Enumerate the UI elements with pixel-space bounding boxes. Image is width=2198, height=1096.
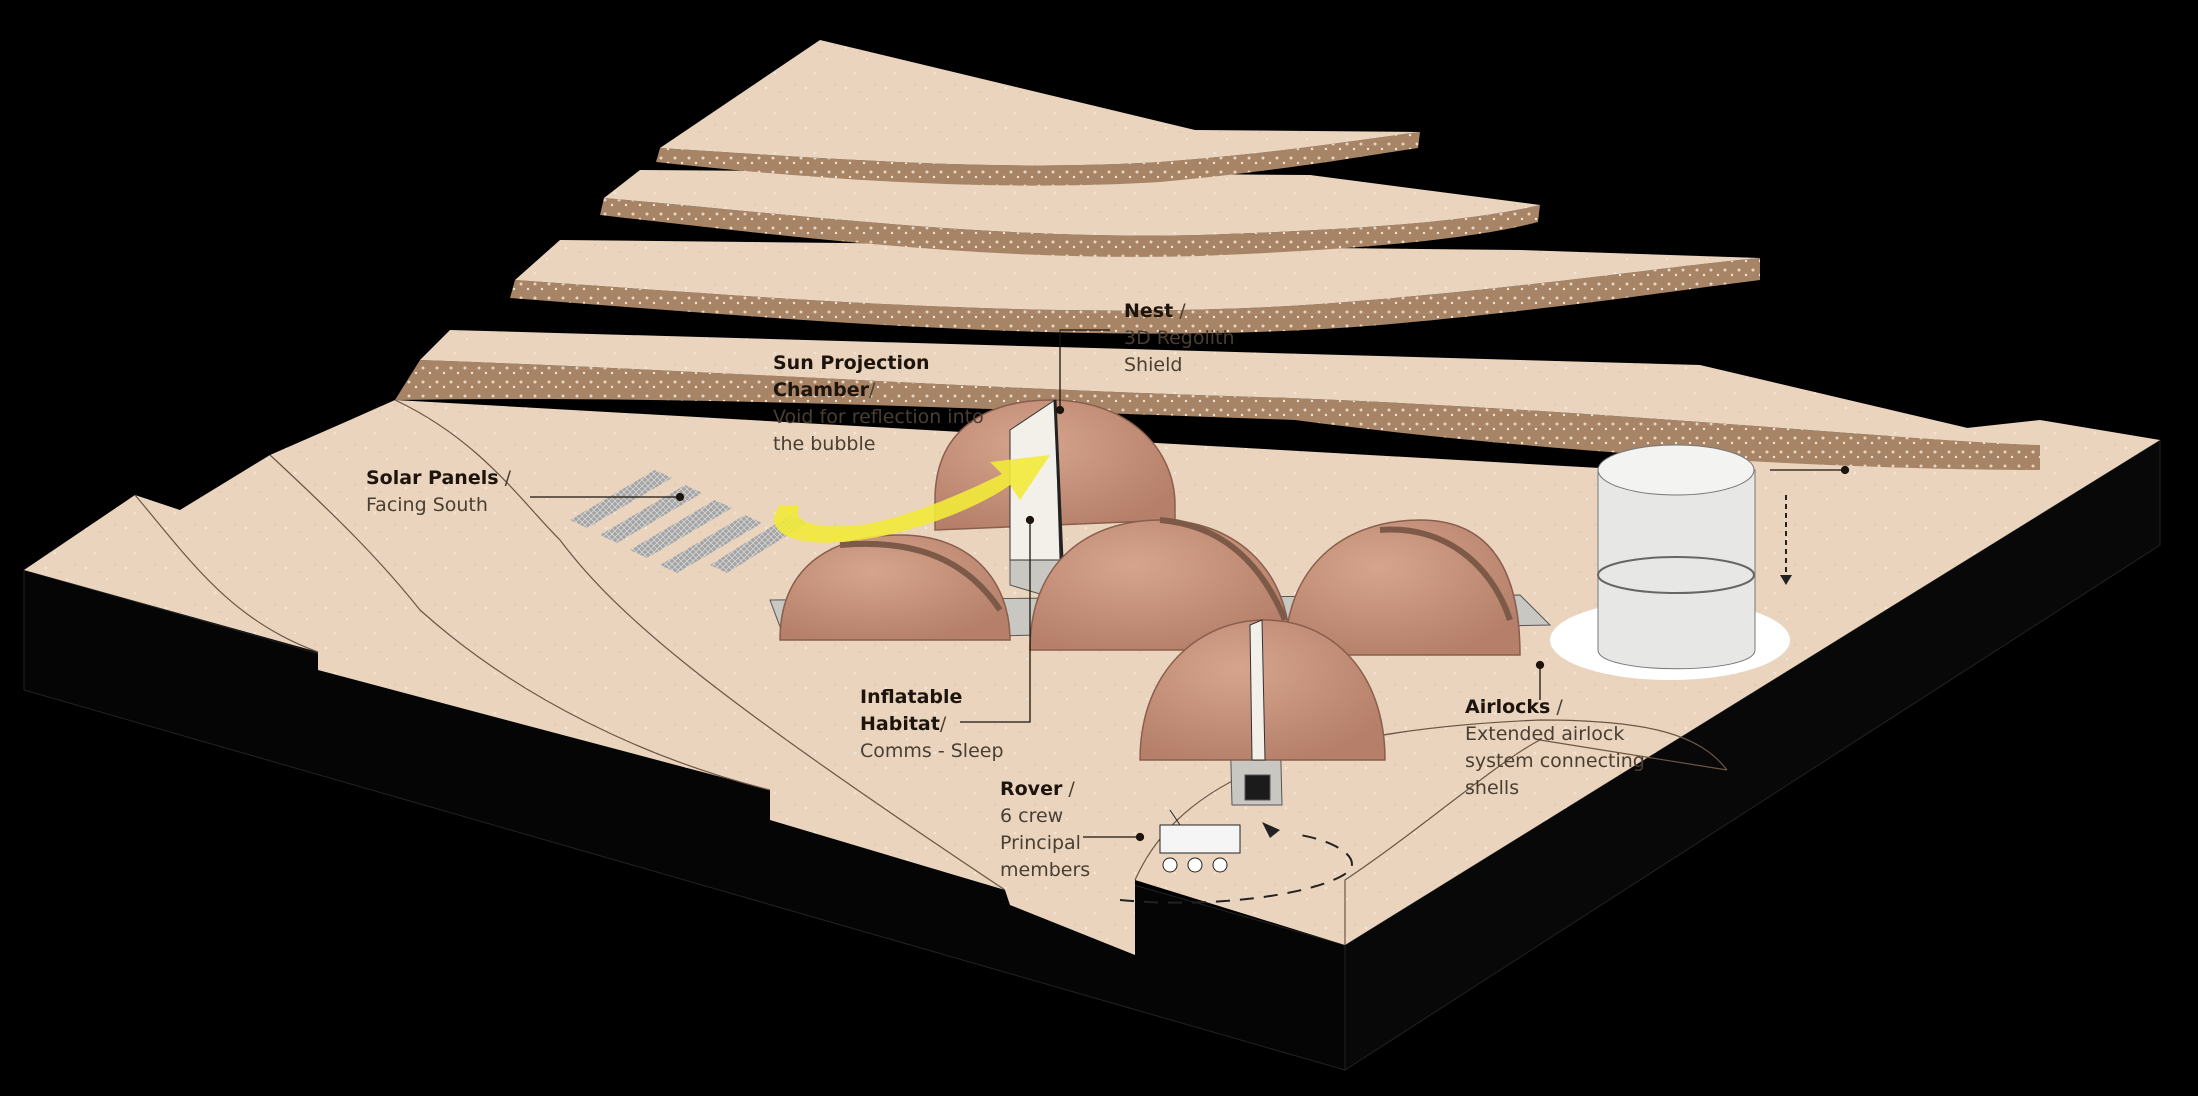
dome-2	[1029, 517, 1291, 651]
block-side-right	[1344, 439, 2161, 1071]
dome-1	[779, 534, 1011, 641]
terrace-1	[395, 360, 2040, 470]
airlock-door	[1244, 774, 1271, 801]
hill-ridge-left	[134, 399, 1006, 891]
label-airlocks: Airlocks / Extended airlock system conne…	[1465, 696, 1645, 799]
dome-4	[1139, 619, 1386, 761]
terrace-3	[600, 198, 1540, 257]
label-inflatable-habitat: Inflatable Habitat/ Comms - Sleep	[860, 686, 1004, 762]
terrace-2	[510, 258, 1760, 334]
label-sun-projection: Sun Projection Chamber/ Void for reflect…	[773, 352, 984, 455]
storage-tank	[1550, 444, 1792, 680]
solar-panel	[630, 500, 732, 558]
leader-lines	[530, 329, 1850, 842]
sun-projection-arrow	[773, 455, 1050, 543]
label-rover: Rover / 6 crew Principal members	[1000, 778, 1091, 881]
terrace-4	[656, 132, 1420, 186]
dome-nest	[934, 399, 1176, 561]
rover	[1159, 809, 1241, 873]
terrain-block	[23, 40, 2161, 1071]
solar-panel	[600, 485, 702, 543]
solar-panel	[660, 515, 762, 573]
solar-panel	[570, 470, 672, 528]
terraces	[395, 40, 2040, 470]
domes	[779, 399, 1521, 761]
dome-3	[1284, 519, 1521, 656]
label-nest: Nest / 3D Regolith Shield	[1124, 300, 1235, 376]
label-solar-panels: Solar Panels / Facing South	[366, 467, 511, 516]
rover-path	[1119, 834, 1353, 904]
